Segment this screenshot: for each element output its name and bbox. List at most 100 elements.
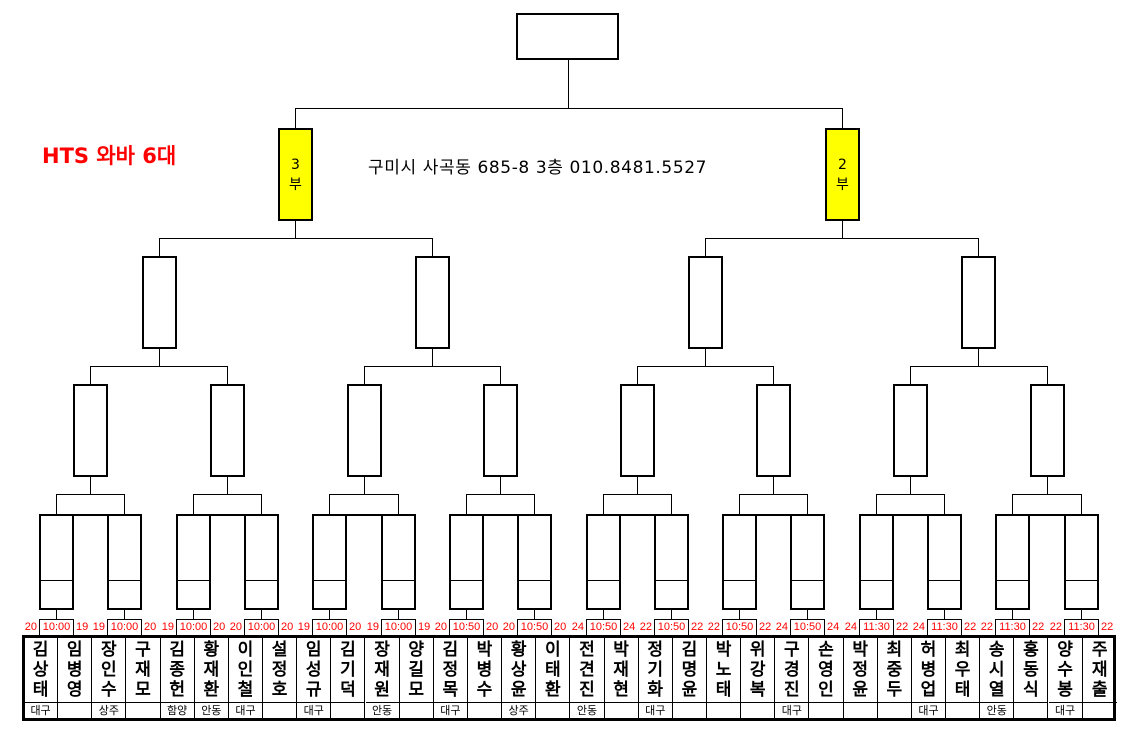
round2-box[interactable] [347, 384, 382, 477]
player-column[interactable]: 이태환 [536, 638, 571, 718]
quarterfinal-box[interactable] [142, 256, 177, 349]
match-box[interactable] [859, 514, 894, 610]
player-name: 양길모 [408, 640, 425, 700]
player-name-cell: 박노태 [707, 638, 742, 702]
player-city: 대구 [1048, 702, 1083, 718]
left-score: 19 [297, 621, 310, 633]
round2-box[interactable] [1030, 384, 1065, 477]
match-box[interactable] [312, 514, 347, 610]
connector-line [432, 238, 433, 256]
player-column[interactable]: 최우태 [946, 638, 981, 718]
player-city [707, 702, 742, 718]
left-score: 24 [775, 621, 788, 633]
round2-box[interactable] [620, 384, 655, 477]
connector-line [193, 494, 194, 514]
player-city [741, 702, 776, 718]
match-box[interactable] [586, 514, 621, 610]
connector-line [261, 609, 262, 619]
player-name: 송시열 [988, 640, 1005, 700]
player-column[interactable]: 홍동식 [1014, 638, 1049, 718]
connector-line [227, 366, 228, 384]
connector-line [636, 366, 775, 367]
player-column[interactable]: 박정윤 [843, 638, 878, 718]
player-column[interactable]: 설정호 [263, 638, 298, 718]
score-divider [381, 580, 416, 581]
player-column[interactable]: 구재모 [126, 638, 161, 718]
player-column[interactable]: 박재현 [604, 638, 639, 718]
player-name: 구재모 [135, 640, 151, 700]
quarterfinal-box[interactable] [688, 256, 723, 349]
left-score: 20 [229, 621, 242, 633]
match-box[interactable] [381, 514, 416, 610]
connector-line [637, 366, 638, 384]
round2-box[interactable] [756, 384, 791, 477]
player-column[interactable]: 박병수 [467, 638, 503, 718]
player-column[interactable]: 최중두 [877, 638, 912, 718]
player-column[interactable]: 박노태 [707, 638, 742, 718]
match-box[interactable] [722, 514, 757, 610]
quarterfinal-box[interactable] [415, 256, 450, 349]
score-divider [586, 580, 621, 581]
match-time: 10:00 [39, 619, 74, 636]
match-box[interactable] [927, 514, 962, 610]
match-box[interactable] [654, 514, 689, 610]
round2-box[interactable] [210, 384, 245, 477]
final-box[interactable] [516, 13, 619, 60]
match-box[interactable] [107, 514, 142, 610]
match-time: 10:50 [790, 619, 825, 636]
player-city: 대구 [228, 702, 264, 718]
round2-box[interactable] [893, 384, 928, 477]
player-name: 김정목 [442, 640, 459, 700]
match-box[interactable] [244, 514, 279, 610]
match-box[interactable] [790, 514, 825, 610]
round2-box[interactable] [73, 384, 108, 477]
player-name: 김상태 [32, 640, 49, 700]
quarterfinal-box[interactable] [961, 256, 996, 349]
player-column[interactable]: 양길모 [399, 638, 434, 718]
connector-line [1012, 494, 1013, 514]
match-box[interactable] [449, 514, 484, 610]
connector-line [944, 494, 945, 514]
match-box[interactable] [995, 514, 1030, 610]
player-column[interactable]: 김명윤 [672, 638, 707, 718]
connector-line [1047, 476, 1048, 494]
connector-line [568, 59, 569, 108]
player-column[interactable]: 손영인 [809, 638, 844, 718]
match-box[interactable] [1064, 514, 1099, 610]
connector-line [90, 476, 91, 494]
right-score: 22 [964, 621, 977, 633]
match-box[interactable] [39, 514, 74, 610]
connector-line [56, 494, 126, 495]
player-name-cell: 주재출 [1083, 638, 1117, 702]
score-divider [1064, 580, 1099, 581]
player-column[interactable]: 주재출 [1082, 638, 1117, 718]
player-column[interactable]: 김기덕 [331, 638, 366, 718]
pair-top-line [39, 514, 142, 516]
player-city: 대구 [638, 702, 673, 718]
player-column[interactable]: 위강복 [741, 638, 776, 718]
left-score: 22 [1049, 621, 1062, 633]
player-city [604, 702, 639, 718]
match-box[interactable] [176, 514, 211, 610]
player-column[interactable]: 임병영 [58, 638, 93, 718]
round2-box[interactable] [483, 384, 518, 477]
left-score: 22 [639, 621, 652, 633]
match-box[interactable] [517, 514, 552, 610]
